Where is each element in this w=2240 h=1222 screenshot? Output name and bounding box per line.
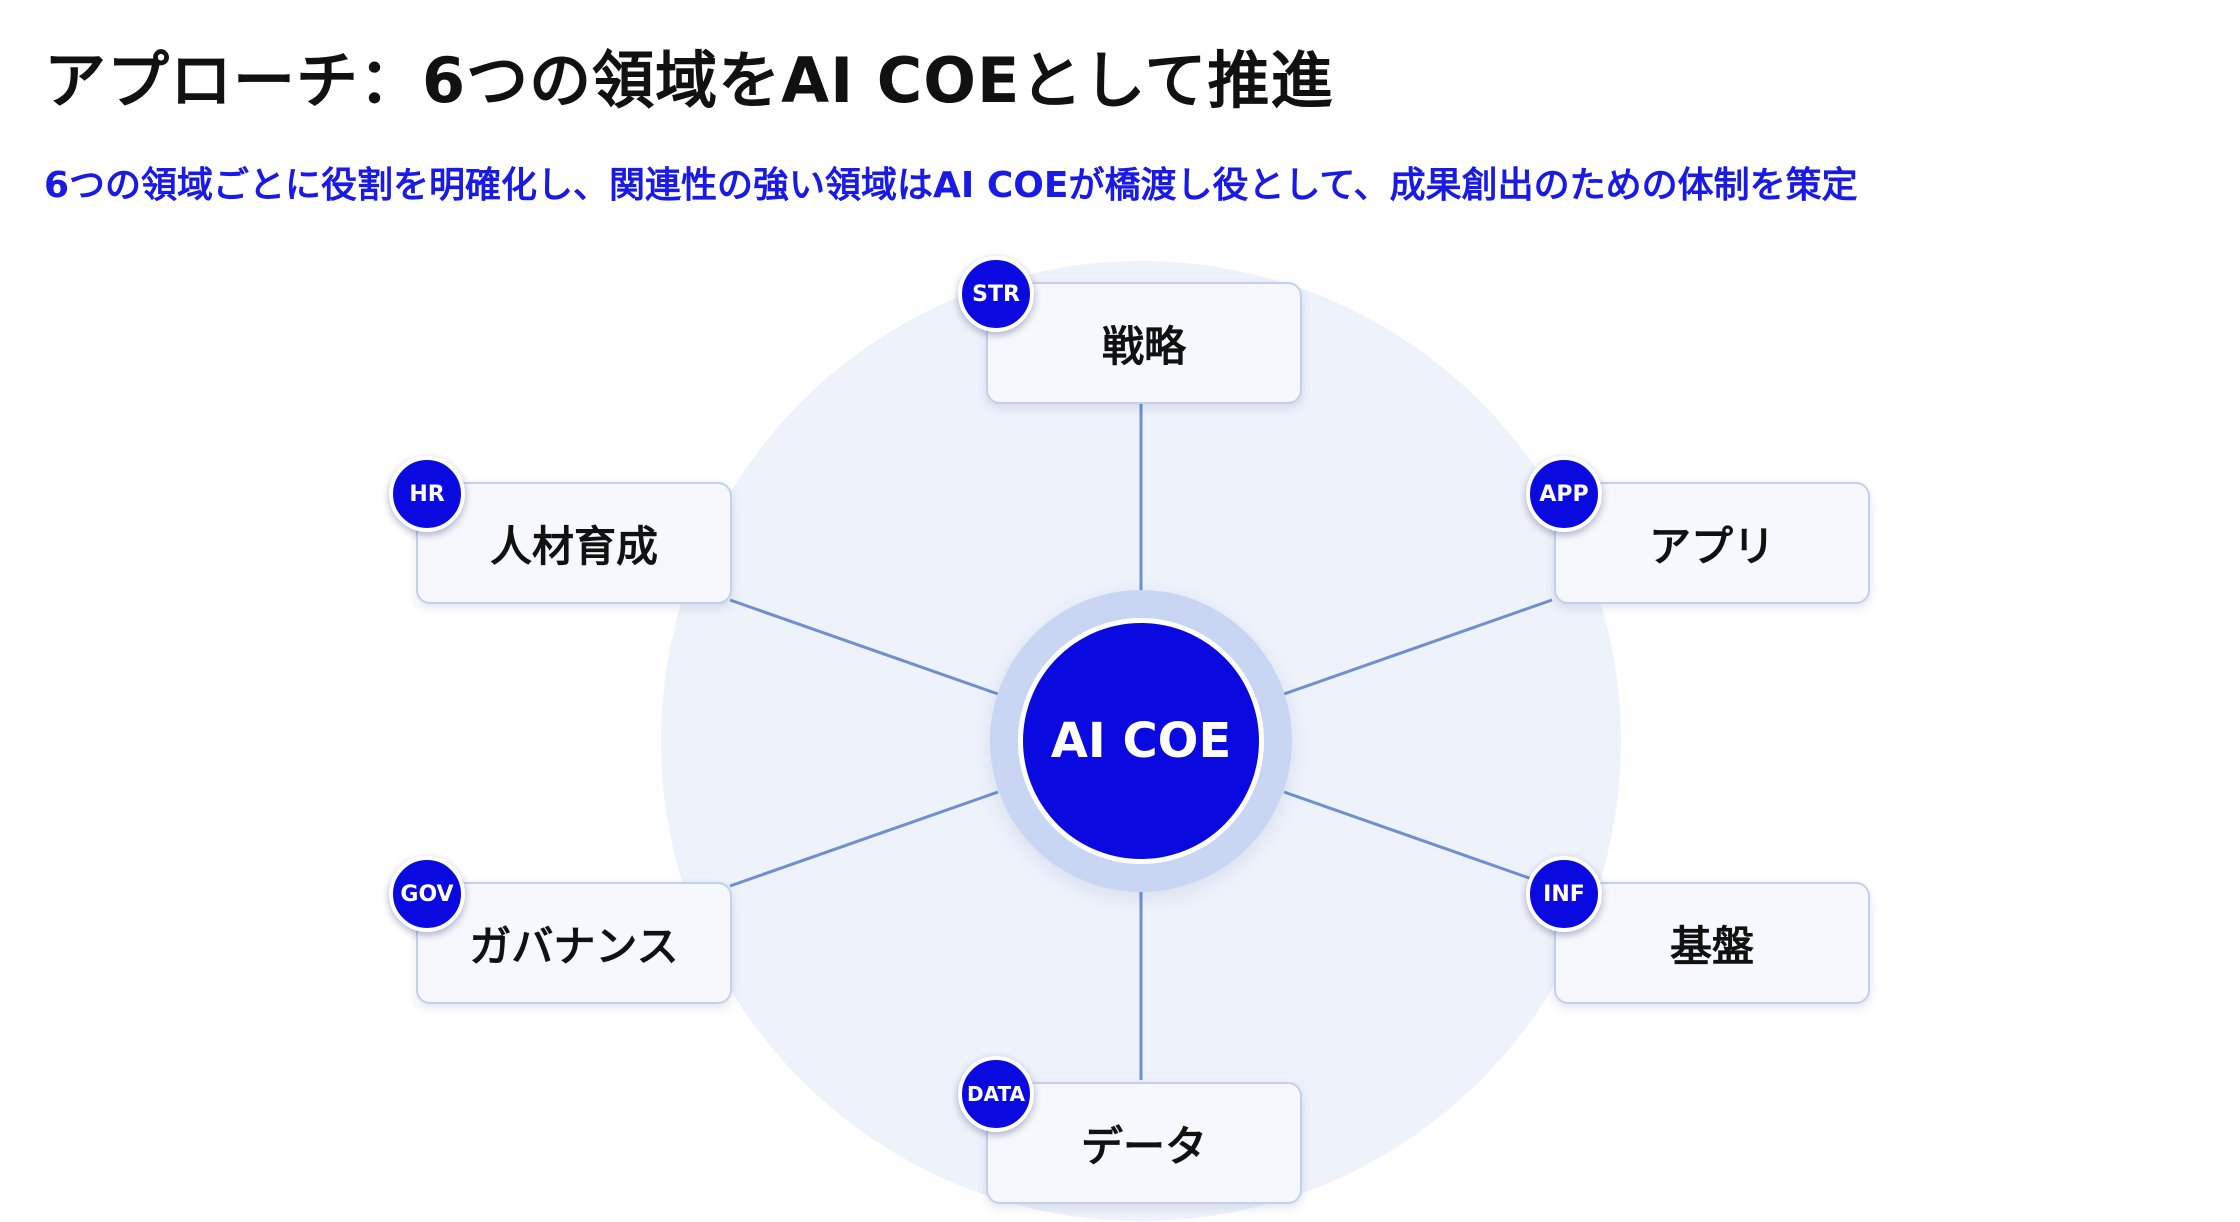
domain-label-governance: ガバナンス bbox=[469, 921, 679, 971]
domain-badge-inf: INF bbox=[1526, 856, 1602, 932]
domain-badge-hr: HR bbox=[389, 456, 465, 532]
domain-badge-app: APP bbox=[1526, 456, 1602, 532]
domain-label-data: データ bbox=[1080, 1121, 1207, 1171]
domain-label-strategy: 戦略 bbox=[1101, 321, 1186, 371]
domain-node-infrastructure: 基盤 bbox=[1554, 882, 1870, 1004]
domain-node-app: アプリ bbox=[1554, 482, 1870, 604]
connector-inf bbox=[1283, 790, 1553, 888]
badge-code-gov: GOV bbox=[400, 881, 454, 907]
ai-coe-hub: AI COE bbox=[1018, 618, 1264, 864]
badge-code-str: STR bbox=[972, 281, 1020, 307]
badge-code-data: DATA bbox=[966, 1082, 1026, 1106]
badge-code-app: APP bbox=[1539, 481, 1589, 507]
page-subtitle: 6つの領域ごとに役割を明確化し、関連性の強い領域はAI COEが橋渡し役として、… bbox=[44, 165, 1858, 206]
hub-label: AI COE bbox=[1050, 713, 1232, 769]
domain-node-hr: 人材育成 bbox=[416, 482, 732, 604]
domain-badge-str: STR bbox=[958, 256, 1034, 332]
page-title: アプローチ：6つの領域をAI COEとして推進 bbox=[44, 44, 1334, 117]
connector-hr bbox=[729, 598, 999, 696]
domain-badge-gov: GOV bbox=[389, 856, 465, 932]
badge-code-inf: INF bbox=[1543, 881, 1585, 907]
domain-badge-data: DATA bbox=[958, 1056, 1034, 1132]
connector-gov bbox=[729, 790, 999, 888]
connector-app bbox=[1283, 598, 1553, 696]
domain-label-hr: 人材育成 bbox=[489, 521, 658, 571]
domain-node-data: データ bbox=[986, 1082, 1302, 1204]
badge-code-hr: HR bbox=[409, 481, 445, 507]
domain-label-infrastructure: 基盤 bbox=[1669, 921, 1754, 971]
domain-node-governance: ガバナンス bbox=[416, 882, 732, 1004]
domain-node-strategy: 戦略 bbox=[986, 282, 1302, 404]
domain-label-app: アプリ bbox=[1648, 521, 1775, 571]
